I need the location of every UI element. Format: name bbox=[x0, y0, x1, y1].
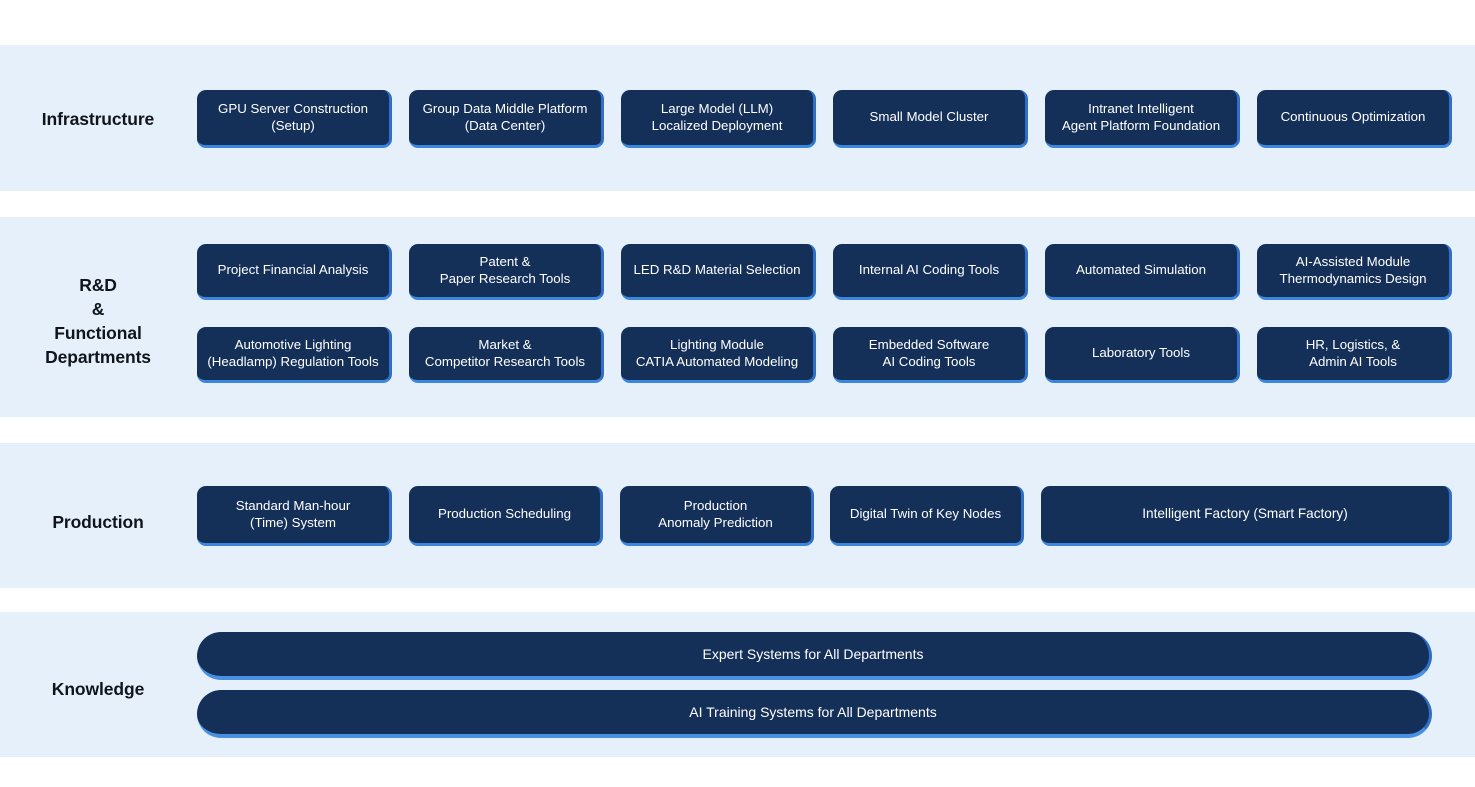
node-automated-simulation[interactable]: Automated Simulation bbox=[1045, 244, 1240, 300]
node-gpu-server-construction[interactable]: GPU Server Construction (Setup) bbox=[197, 90, 392, 148]
node-patent-paper-research-tools[interactable]: Patent & Paper Research Tools bbox=[409, 244, 604, 300]
node-small-model-cluster[interactable]: Small Model Cluster bbox=[833, 90, 1028, 148]
node-group-data-middle-platform[interactable]: Group Data Middle Platform (Data Center) bbox=[409, 90, 604, 148]
node-digital-twin-of-key-nodes[interactable]: Digital Twin of Key Nodes bbox=[830, 486, 1024, 546]
node-continuous-optimization[interactable]: Continuous Optimization bbox=[1257, 90, 1452, 148]
node-expert-systems-for-all-departments[interactable]: Expert Systems for All Departments bbox=[197, 632, 1432, 680]
node-laboratory-tools[interactable]: Laboratory Tools bbox=[1045, 327, 1240, 383]
node-large-model-llm-localized-deployment[interactable]: Large Model (LLM) Localized Deployment bbox=[621, 90, 816, 148]
node-ai-assisted-module-thermodynamics-design[interactable]: AI-Assisted Module Thermodynamics Design bbox=[1257, 244, 1452, 300]
node-intelligent-factory-smart-factory[interactable]: Intelligent Factory (Smart Factory) bbox=[1041, 486, 1452, 546]
node-market-competitor-research-tools[interactable]: Market & Competitor Research Tools bbox=[409, 327, 604, 383]
row-label-infrastructure: Infrastructure bbox=[41, 109, 155, 129]
node-led-rd-material-selection[interactable]: LED R&D Material Selection bbox=[621, 244, 816, 300]
node-internal-ai-coding-tools[interactable]: Internal AI Coding Tools bbox=[833, 244, 1028, 300]
node-intranet-intelligent-agent-platform-foundation[interactable]: Intranet Intelligent Agent Platform Foun… bbox=[1045, 90, 1240, 148]
node-standard-man-hour-time-system[interactable]: Standard Man-hour (Time) System bbox=[197, 486, 392, 546]
row-label-production: Production bbox=[52, 512, 144, 532]
node-hr-logistics-admin-ai-tools[interactable]: HR, Logistics, & Admin AI Tools bbox=[1257, 327, 1452, 383]
node-production-scheduling[interactable]: Production Scheduling bbox=[409, 486, 603, 546]
node-production-anomaly-prediction[interactable]: Production Anomaly Prediction bbox=[620, 486, 814, 546]
node-project-financial-analysis[interactable]: Project Financial Analysis bbox=[197, 244, 392, 300]
node-automotive-lighting-headlamp-regulation-tools[interactable]: Automotive Lighting (Headlamp) Regulatio… bbox=[197, 327, 392, 383]
node-ai-training-systems-for-all-departments[interactable]: AI Training Systems for All Departments bbox=[197, 690, 1432, 738]
node-lighting-module-catia-automated-modeling[interactable]: Lighting Module CATIA Automated Modeling bbox=[621, 327, 816, 383]
row-label-knowledge: Knowledge bbox=[51, 679, 145, 699]
node-embedded-software-ai-coding-tools[interactable]: Embedded Software AI Coding Tools bbox=[833, 327, 1028, 383]
row-label-rd-functional-departments: R&D & Functional Departments bbox=[45, 275, 151, 367]
